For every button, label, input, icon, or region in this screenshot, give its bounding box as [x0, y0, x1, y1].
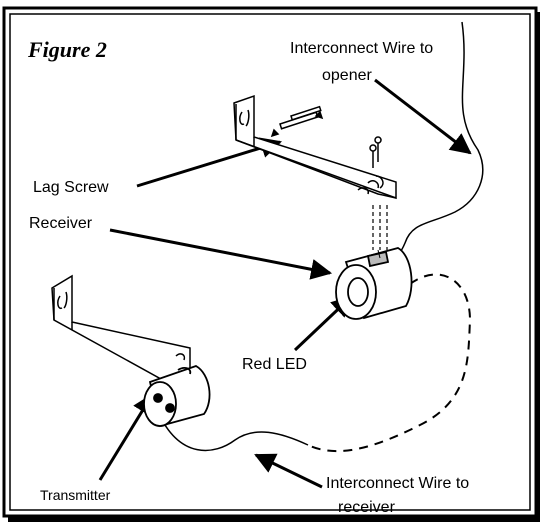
- arrow-lag-screw: [136, 137, 283, 188]
- label-lag-screw: Lag Screw: [33, 179, 109, 196]
- arrow-wire-opener: [374, 78, 472, 155]
- label-wire-opener-2: opener: [322, 67, 372, 84]
- receiver-unit: [335, 247, 413, 320]
- arrow-transmitter: [98, 393, 154, 481]
- figure-title: Figure 2: [27, 37, 107, 62]
- label-wire-receiver-1: Interconnect Wire to: [326, 475, 469, 492]
- label-wire-receiver-2: receiver: [338, 499, 396, 516]
- wire-to-receiver-solid: [157, 411, 309, 452]
- transmitter-unit: [143, 365, 211, 428]
- mount-guide-lines: [372, 205, 388, 250]
- wire-to-receiver-dashed: [307, 273, 472, 453]
- arrow-wire-receiver: [254, 453, 323, 489]
- transmitter-bracket: [51, 274, 191, 385]
- wire-to-opener: [387, 21, 484, 265]
- arrow-receiver: [109, 228, 333, 280]
- label-red-led: Red LED: [242, 356, 307, 373]
- label-transmitter: Transmitter: [40, 487, 111, 503]
- lag-screws: [270, 105, 382, 168]
- frame-inner: [9, 13, 531, 511]
- label-wire-opener-1: Interconnect Wire to: [290, 40, 433, 57]
- label-receiver: Receiver: [29, 215, 93, 232]
- receiver-bracket: [233, 94, 397, 200]
